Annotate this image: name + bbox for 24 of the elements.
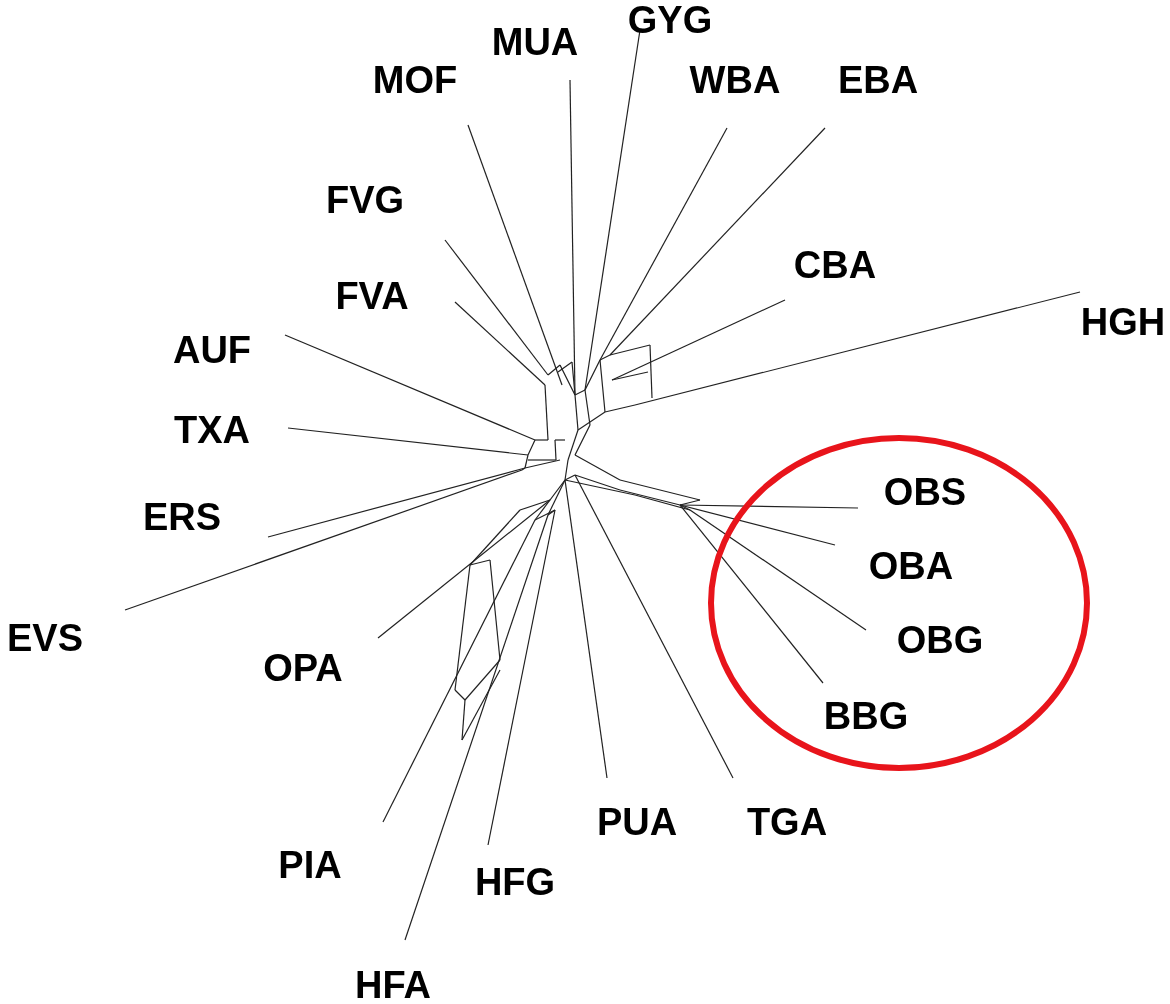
taxon-label: OPA	[263, 649, 343, 687]
taxon-label: EBA	[837, 61, 919, 99]
taxon-label: HFA	[355, 966, 431, 1004]
taxon-label: EVS	[7, 619, 83, 657]
taxon-label: PIA	[278, 846, 342, 884]
taxon-label: AUF	[172, 331, 252, 369]
taxon-label: TGA	[746, 803, 828, 841]
taxon-label: GYG	[627, 1, 713, 39]
taxon-label: WBA	[689, 61, 781, 99]
taxon-label: OBG	[896, 621, 984, 659]
taxon-label: TXA	[174, 411, 250, 449]
taxon-label: MUA	[491, 23, 579, 61]
taxon-label: FVA	[335, 277, 409, 315]
taxon-label: OBS	[883, 473, 967, 511]
taxon-label: ERS	[142, 498, 222, 536]
taxon-label: HFG	[474, 863, 556, 901]
taxon-label: OBA	[868, 547, 954, 585]
highlight-ellipse	[708, 435, 1090, 771]
taxon-label: CBA	[793, 246, 877, 284]
taxon-label: BBG	[823, 697, 909, 735]
taxon-label: MOF	[372, 61, 458, 99]
taxon-label: HGH	[1080, 303, 1166, 341]
taxon-label: PUA	[596, 803, 678, 841]
taxon-label: FVG	[325, 181, 405, 219]
